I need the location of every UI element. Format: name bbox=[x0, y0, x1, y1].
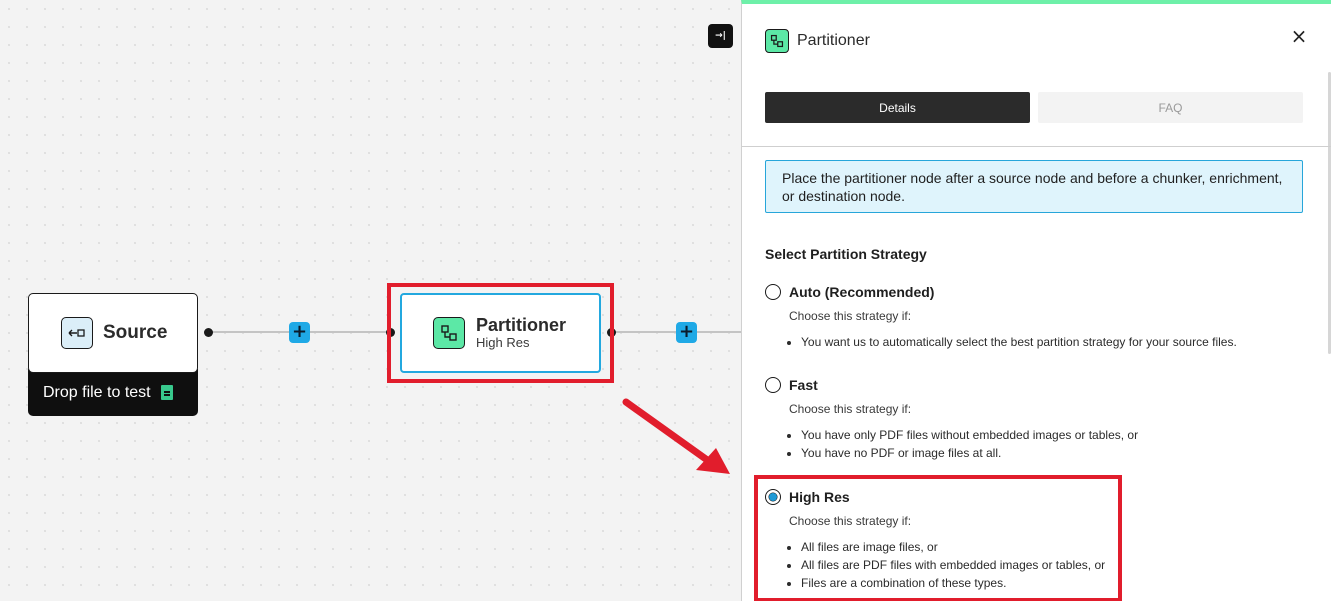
strategy-title: Auto (Recommended) bbox=[789, 284, 935, 300]
drop-file-label: Drop file to test bbox=[43, 383, 151, 401]
strategy-description: Choose this strategy if: bbox=[789, 309, 912, 323]
list-item: All files are image files, or bbox=[801, 538, 1105, 556]
source-node-title: Source bbox=[103, 322, 168, 343]
section-title: Select Partition Strategy bbox=[765, 246, 927, 262]
strategy-bullets: All files are image files, or All files … bbox=[801, 538, 1105, 592]
tab-faq[interactable]: FAQ bbox=[1038, 92, 1303, 123]
radio-high-res[interactable] bbox=[765, 489, 781, 505]
radio-auto[interactable] bbox=[765, 284, 781, 300]
close-icon[interactable]: × bbox=[1290, 24, 1308, 48]
drop-file-to-test-area[interactable]: Drop file to test bbox=[28, 369, 198, 416]
radio-fast[interactable] bbox=[765, 377, 781, 393]
partitioner-node-title: Partitioner bbox=[476, 315, 567, 335]
strategy-title: Fast bbox=[789, 377, 818, 393]
strategy-bullets: You have only PDF files without embedded… bbox=[801, 426, 1138, 462]
panel-header: Partitioner bbox=[742, 4, 1331, 78]
strategy-title: High Res bbox=[789, 489, 850, 505]
partitioner-icon bbox=[433, 317, 465, 349]
partitioner-node-highlight bbox=[387, 283, 614, 383]
source-output-handle[interactable] bbox=[204, 328, 213, 337]
collapse-panel-icon[interactable]: →| bbox=[708, 24, 733, 48]
annotation-arrow-icon bbox=[622, 398, 730, 474]
info-callout: Place the partitioner node after a sourc… bbox=[765, 160, 1303, 213]
tab-details[interactable]: Details bbox=[765, 92, 1030, 123]
add-node-button[interactable]: + bbox=[676, 322, 697, 343]
workflow-canvas[interactable]: + + Drop file to test Source Partitioner… bbox=[0, 0, 741, 601]
source-icon bbox=[61, 317, 93, 349]
list-item: You have no PDF or image files at all. bbox=[801, 444, 1138, 462]
strategy-description: Choose this strategy if: bbox=[789, 514, 912, 528]
panel-title: Partitioner bbox=[797, 32, 870, 49]
list-item: All files are PDF files with embedded im… bbox=[801, 556, 1105, 574]
partitioner-node-strategy: High Res bbox=[476, 335, 530, 350]
partitioner-icon bbox=[765, 29, 789, 53]
high-res-option-highlight bbox=[754, 475, 1122, 601]
partitioner-node[interactable]: Partitioner High Res bbox=[400, 293, 601, 373]
strategy-description: Choose this strategy if: bbox=[789, 402, 912, 416]
list-item: Files are a combination of these types. bbox=[801, 574, 1105, 592]
list-item: You have only PDF files without embedded… bbox=[801, 426, 1138, 444]
divider bbox=[742, 146, 1331, 147]
node-details-panel: Partitioner × Details FAQ Place the part… bbox=[741, 0, 1331, 601]
strategy-bullets: You want us to automatically select the … bbox=[801, 333, 1237, 351]
panel-scrollbar[interactable] bbox=[1328, 72, 1331, 354]
file-icon bbox=[160, 385, 173, 400]
source-node[interactable]: Source bbox=[28, 293, 198, 373]
list-item: You want us to automatically select the … bbox=[801, 333, 1237, 351]
panel-tabs: Details FAQ bbox=[765, 92, 1303, 123]
add-node-button[interactable]: + bbox=[289, 322, 310, 343]
